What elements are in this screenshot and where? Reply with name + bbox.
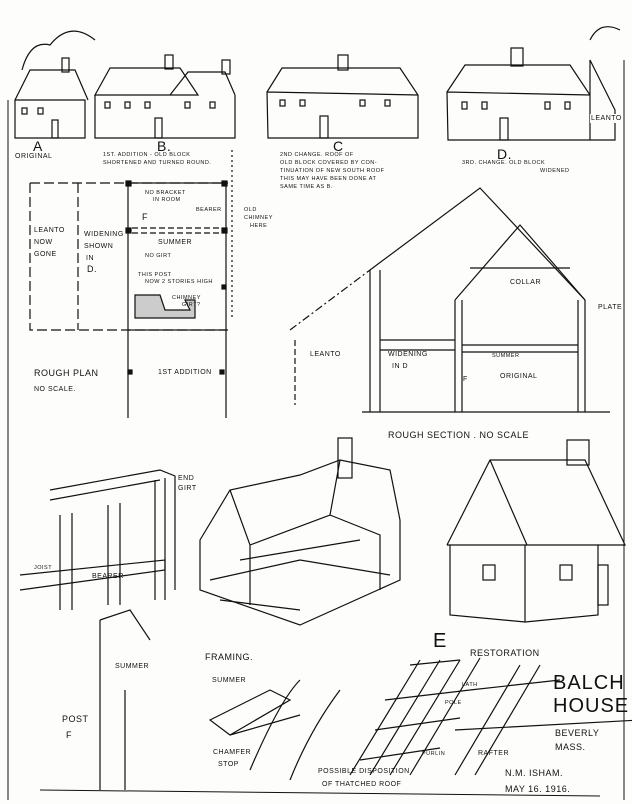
elevation-c-caption-2: old block covered by con-	[280, 160, 378, 166]
elevation-c-caption-3: tinuation of new south roof	[280, 168, 385, 174]
framing-post-2: F	[66, 730, 72, 740]
plan-widening-3: in	[86, 255, 94, 262]
plan-old-chimney-1: old	[244, 207, 257, 213]
plan-scale: No Scale.	[34, 386, 76, 393]
roof-letter: E	[433, 630, 448, 652]
section-leanto: Leanto	[310, 351, 341, 358]
plan-leanto-1: Leanto	[34, 227, 65, 234]
roof-caption-2: of Thatched Roof	[322, 781, 402, 788]
framing-chamfer-2: Stop	[218, 761, 239, 768]
plan-old-chimney-2: chimney	[244, 215, 273, 221]
elevation-leanto-tag: Leanto	[590, 114, 623, 123]
framing-joist: Joist	[34, 565, 53, 571]
elevation-d-caption-2: widened	[540, 168, 570, 174]
title-author: N.M. Isham.	[505, 768, 564, 778]
section-original: Original	[500, 373, 538, 380]
plan-bearer: Bearer	[196, 207, 222, 213]
house-c-elevation	[266, 54, 419, 139]
plan-no-girt: no girt	[145, 253, 172, 259]
rough-plan-drawing	[29, 150, 233, 418]
plan-no-bracket-1: no bracket	[145, 190, 186, 196]
plan-this-post-1: This post	[138, 272, 172, 278]
plan-leanto-3: gone	[34, 251, 57, 258]
elevation-c-caption-4: this may have been done at	[280, 176, 377, 182]
plan-summer: Summer	[158, 239, 193, 246]
framing-end-girt-1: End	[178, 475, 195, 482]
house-d-elevation	[446, 47, 616, 141]
framing-post-1: Post	[62, 714, 89, 724]
title-name-1: Balch	[553, 672, 625, 694]
elevation-a-letter: A	[33, 138, 43, 154]
restoration-house-drawing	[446, 439, 626, 623]
plan-widening-4: D.	[87, 264, 97, 274]
elevation-b-letter: B.	[157, 138, 172, 154]
plan-leanto-2: now	[34, 239, 53, 246]
chamfer-detail-drawing	[208, 689, 301, 736]
plan-widening-2: shown	[84, 243, 114, 250]
house-b-elevation	[93, 54, 236, 139]
roof-rafter: Rafter	[478, 750, 509, 757]
title-place-2: Mass.	[555, 742, 586, 752]
roof-restoration: Restoration	[470, 648, 540, 658]
framing-summer-2: Summer	[212, 677, 247, 684]
plan-first-addition: 1st Addition	[158, 369, 212, 376]
framing-bearer: Bearer	[92, 573, 124, 580]
framing-summer: Summer	[115, 663, 150, 670]
plan-no-bracket-2: in room	[153, 197, 181, 203]
elevation-c-letter: C	[333, 138, 344, 154]
plan-title: Rough Plan	[34, 368, 99, 378]
thatched-roof-drawing	[249, 657, 632, 781]
plan-widening-1: Widening	[84, 231, 124, 238]
roof-pole: Pole	[445, 700, 462, 706]
framing-detail-drawing	[19, 469, 176, 790]
plan-chimney-girt-1: Chimney	[172, 295, 201, 301]
framing-chamfer-1: Chamfer	[213, 749, 252, 756]
roof-lath: Lath	[462, 682, 478, 688]
tree-outline	[21, 30, 96, 71]
rough-section-drawing	[289, 187, 610, 413]
roof-purlin: Purlin	[422, 751, 446, 757]
plan-f: F	[142, 212, 148, 222]
elevation-d-caption-1: 3rd. Change. old block	[462, 160, 546, 166]
elevation-b-caption-2: shortened and turned round.	[103, 160, 212, 166]
section-summer: Summer	[492, 353, 520, 359]
border-lines	[7, 60, 625, 800]
tree-outline	[589, 26, 621, 41]
section-title: Rough Section . No Scale	[388, 430, 530, 440]
title-date: May 16. 1916.	[505, 784, 571, 794]
section-widening-1: Widening	[388, 351, 428, 358]
section-plate: Plate	[598, 304, 623, 311]
section-widening-2: in D	[392, 363, 408, 370]
section-f: F	[463, 376, 468, 383]
plan-old-chimney-3: here	[250, 223, 268, 229]
framing-title: Framing.	[205, 652, 253, 662]
elevation-c-caption-1: 2nd Change. Roof of	[280, 152, 354, 158]
elevation-a-caption: Original	[15, 153, 53, 160]
plan-this-post-2: now 2 stories high	[145, 279, 213, 285]
title-place-1: Beverly	[555, 728, 600, 738]
plan-chimney-girt-2: girt?	[182, 302, 201, 308]
house-a-elevation	[14, 57, 89, 139]
elevation-b-caption-1: 1st. Addition - old block	[103, 152, 191, 158]
title-name-2: House	[553, 695, 630, 717]
framing-end-girt-2: girt	[178, 485, 197, 492]
roof-caption-1: Possible Disposition	[318, 768, 410, 775]
isometric-frame-drawing	[199, 437, 401, 626]
section-collar: Collar	[510, 279, 542, 286]
elevation-d-letter: D.	[497, 146, 512, 162]
elevation-c-caption-5: same time as B.	[280, 184, 333, 190]
